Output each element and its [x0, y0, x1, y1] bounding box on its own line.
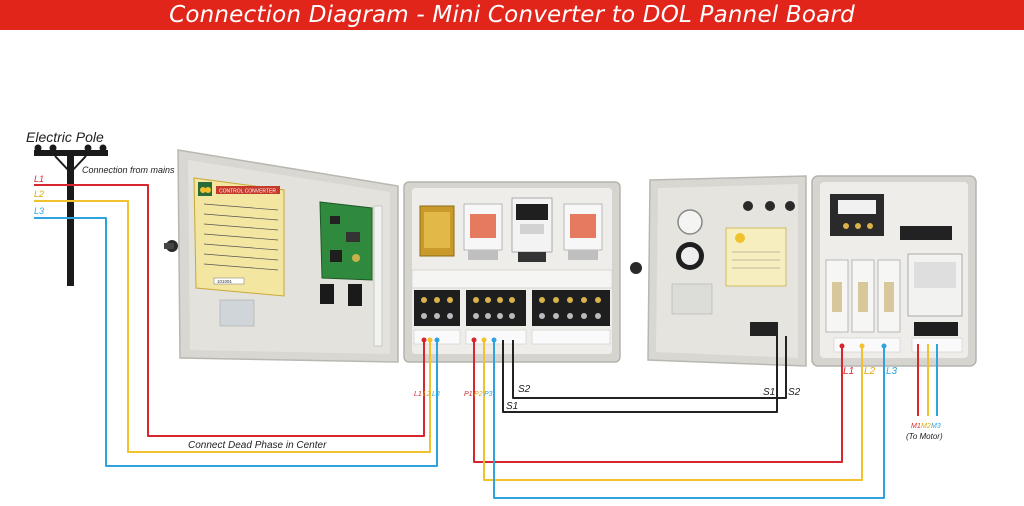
converter-s1-label: S1 — [506, 401, 518, 412]
converter-door: CONTROL CONVERTER 101091 — [177, 149, 399, 363]
mini-converter: CONTROL CONVERTER 101091 — [164, 149, 621, 363]
dol-door-handle — [630, 262, 642, 274]
wire-p2-output — [483, 340, 863, 481]
wire-p1-output — [473, 340, 843, 463]
wiring — [34, 184, 938, 499]
dol-s1-label: S1 — [763, 387, 775, 398]
dol-input-l3-label: L3 — [886, 366, 898, 377]
dol-fuse-units — [825, 259, 901, 333]
converter-body — [403, 181, 621, 363]
dol-door — [647, 175, 807, 367]
dol-body — [811, 175, 977, 367]
converter-sticker-id: 101091 — [217, 279, 233, 284]
converter-input-l3-label: L3 — [432, 391, 440, 398]
converter-input-l1-label: L1 — [414, 391, 422, 398]
wire-l2-mains — [34, 200, 431, 453]
pole-l2-label: L2 — [34, 189, 44, 199]
converter-output-p1-label: P1 — [464, 391, 473, 398]
wire-s1 — [502, 336, 778, 413]
motor-m2-label: M2 — [921, 423, 931, 430]
connection-diagram: Electric Pole Connection from mains L1 L… — [26, 129, 977, 499]
converter-circuit-board — [319, 201, 373, 306]
converter-contactor — [511, 197, 553, 262]
converter-relay-right — [563, 203, 603, 260]
wire-s2 — [512, 336, 787, 399]
pole-l1-label: L1 — [34, 174, 44, 184]
dol-pannel-board — [630, 175, 977, 367]
converter-terminal-strip — [414, 290, 610, 326]
motor-m1-label: M1 — [911, 423, 921, 430]
converter-sticker-title: CONTROL CONVERTER — [219, 189, 276, 195]
converter-instruction-sticker: CONTROL CONVERTER 101091 — [193, 177, 285, 297]
dol-door-sticker — [725, 227, 787, 287]
title-bar: Connection Diagram - Mini Converter to D… — [0, 0, 1024, 30]
wire-l3-mains — [34, 217, 438, 467]
terminal-dots — [421, 337, 887, 349]
dol-input-l1-label: L1 — [843, 366, 854, 377]
mains-connection-label: Connection from mains — [82, 165, 175, 175]
dead-phase-note: Connect Dead Phase in Center — [188, 440, 327, 451]
dol-overload-relay — [907, 253, 963, 336]
converter-output-p3-label: P3 — [484, 391, 493, 398]
converter-input-l2-label: L2 — [423, 391, 431, 398]
electric-pole-label: Electric Pole — [26, 129, 104, 145]
pole-l3-label: L3 — [34, 206, 44, 216]
converter-s2-label: S2 — [518, 384, 531, 395]
wire-l1-mains — [34, 184, 425, 437]
motor-note-label: (To Motor) — [906, 432, 943, 441]
wire-p3-output — [493, 340, 885, 499]
motor-m3-label: M3 — [931, 423, 941, 430]
page-title: Connection Diagram - Mini Converter to D… — [169, 2, 855, 28]
converter-relay-left — [463, 203, 503, 260]
dol-input-l2-label: L2 — [864, 366, 876, 377]
converter-output-p2-label: P2 — [474, 391, 483, 398]
dol-contactor — [830, 194, 884, 236]
dol-s2-label: S2 — [788, 387, 801, 398]
